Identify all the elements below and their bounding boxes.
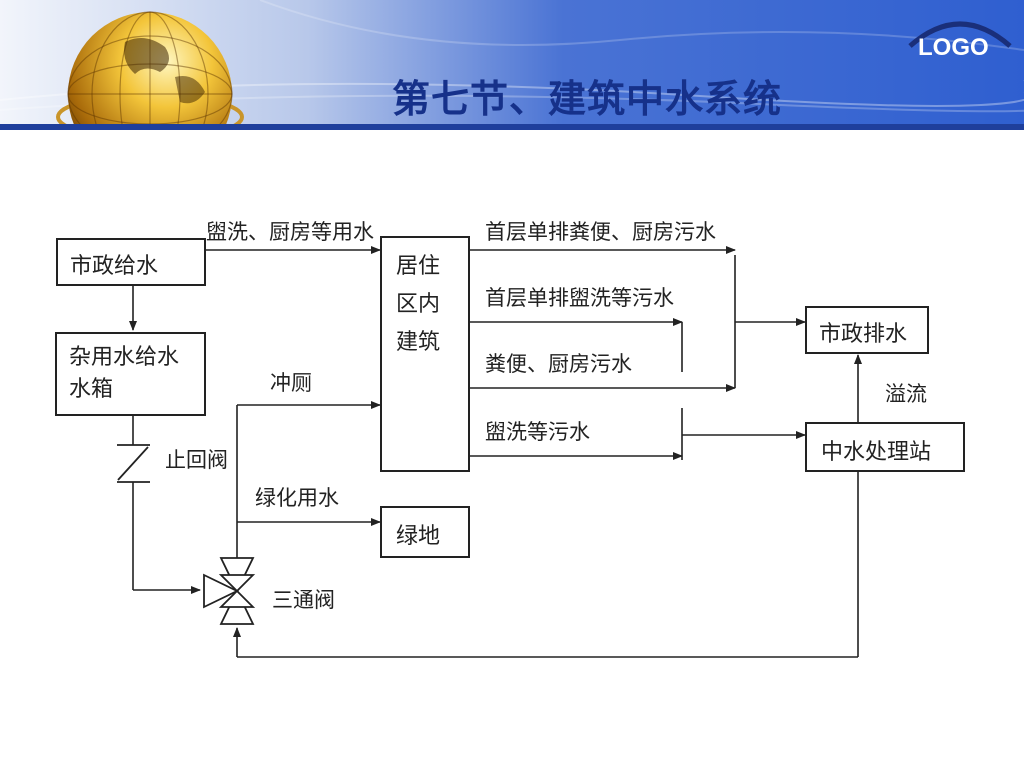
- header-banner: LOGO 第七节、建筑中水系统: [0, 0, 1024, 128]
- check-valve-icon: [117, 444, 150, 483]
- node-reclaim-station: 中水处理站: [805, 422, 965, 472]
- label-overflow: 溢流: [885, 382, 927, 406]
- logo: LOGO: [918, 34, 989, 61]
- node-green-land: 绿地: [380, 506, 470, 558]
- three-way-valve-icon: [203, 557, 256, 625]
- logo-arc: [908, 21, 1012, 48]
- label-wash-sewage: 盥洗等污水: [485, 420, 590, 444]
- label-check-valve: 止回阀: [165, 448, 228, 472]
- label-three-way-valve: 三通阀: [272, 588, 335, 612]
- node-municipal-supply: 市政给水: [56, 238, 206, 286]
- node-residential-building: 居住 区内 建筑: [380, 236, 470, 472]
- label-feces-kitchen: 粪便、厨房污水: [485, 352, 632, 376]
- node-municipal-drain: 市政排水: [805, 306, 929, 354]
- globe-icon: [56, 11, 244, 126]
- label-toilet-flush: 冲厕: [270, 371, 312, 395]
- label-greening-water: 绿化用水: [255, 486, 339, 510]
- node-misc-water-tank: 杂用水给水 水箱: [55, 332, 206, 416]
- header-divider: [0, 124, 1024, 130]
- label-ground-wash: 首层单排盥洗等污水: [485, 286, 674, 310]
- label-ground-feces-kitchen: 首层单排粪便、厨房污水: [485, 220, 716, 244]
- label-wash-kitchen-use: 盥洗、厨房等用水: [206, 220, 374, 244]
- slide-title: 第七节、建筑中水系统: [392, 76, 783, 121]
